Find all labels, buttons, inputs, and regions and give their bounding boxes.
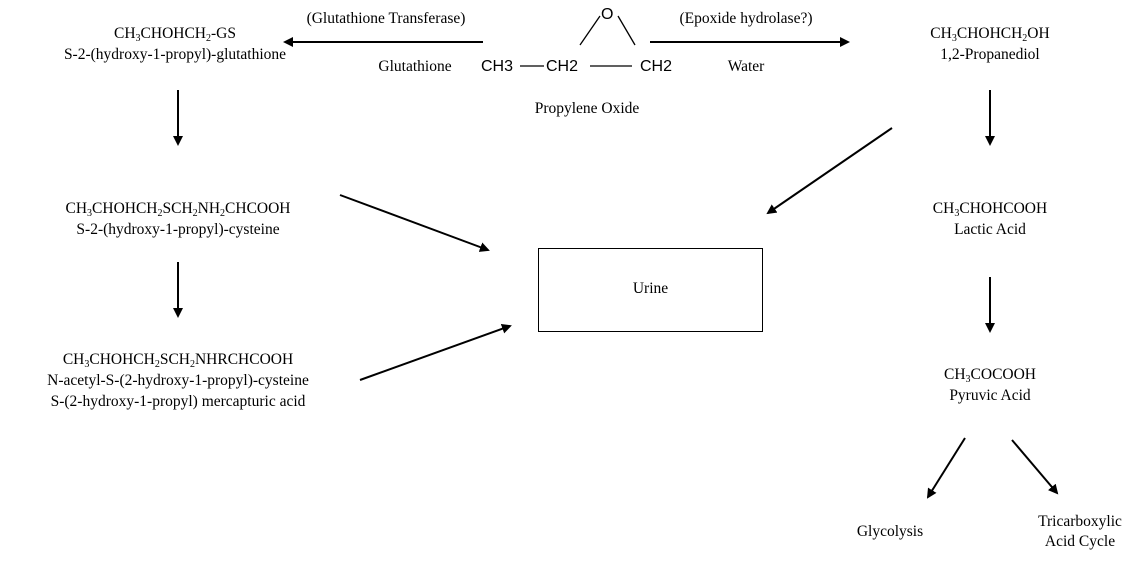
epoxide-ch2-right: CH2 bbox=[640, 58, 673, 75]
epoxide-oxygen: O bbox=[601, 6, 614, 23]
arrow-pyruvic-to-glycolysis bbox=[926, 437, 966, 499]
pyruvic-acid-formula: CH3COCOOH bbox=[944, 366, 1036, 385]
arrow-propanediol-to-urine bbox=[766, 127, 893, 215]
glutathione-conjugate-name: S-2-(hydroxy-1-propyl)-glutathione bbox=[63, 46, 287, 63]
glutathione-conjugate-formula: CH3CHOHCH2-GS bbox=[114, 25, 236, 44]
glutathione-reagent-label: Glutathione bbox=[378, 58, 452, 75]
glutathione-transferase-label: (Glutathione Transferase) bbox=[306, 10, 466, 27]
epoxide-hydrolase-label: (Epoxide hydrolase?) bbox=[679, 10, 813, 27]
propanediol-formula: CH3CHOHCH2OH bbox=[930, 25, 1050, 44]
arrow-mercapturic-to-urine bbox=[359, 324, 512, 381]
propylene-oxide-label: Propylene Oxide bbox=[534, 100, 640, 117]
cysteine-conjugate-formula: CH3CHOHCH2SCH2NH2CHCOOH bbox=[65, 200, 291, 219]
epoxide-ch2-left: CH2 bbox=[546, 58, 579, 75]
ring-bond-left bbox=[579, 15, 601, 46]
water-reagent-label: Water bbox=[727, 58, 765, 75]
arrow-pyruvic-to-tca bbox=[1011, 439, 1059, 495]
ring-bond-right bbox=[617, 15, 636, 46]
propanediol-name: 1,2-Propanediol bbox=[940, 46, 1040, 63]
arrow-cysteine-to-urine bbox=[339, 194, 490, 252]
mercapturic-name-2: S-(2-hydroxy-1-propyl) mercapturic acid bbox=[50, 393, 306, 410]
tca-label-line2: Acid Cycle bbox=[1044, 533, 1116, 550]
mercapturic-name-1: N-acetyl-S-(2-hydroxy-1-propyl)-cysteine bbox=[47, 372, 309, 389]
cysteine-conjugate-name: S-2-(hydroxy-1-propyl)-cysteine bbox=[76, 221, 280, 238]
urine-box: Urine bbox=[538, 248, 763, 332]
pyruvic-acid-name: Pyruvic Acid bbox=[949, 387, 1031, 404]
tca-label-line1: Tricarboxylic bbox=[1038, 513, 1122, 530]
urine-label: Urine bbox=[632, 280, 669, 297]
lactic-acid-formula: CH3CHOHCOOH bbox=[932, 200, 1048, 219]
glycolysis-label: Glycolysis bbox=[856, 523, 924, 540]
lactic-acid-name: Lactic Acid bbox=[954, 221, 1026, 238]
mercapturic-formula: CH3CHOHCH2SCH2NHRCHCOOH bbox=[62, 351, 294, 370]
epoxide-ch3: CH3 bbox=[481, 58, 514, 75]
